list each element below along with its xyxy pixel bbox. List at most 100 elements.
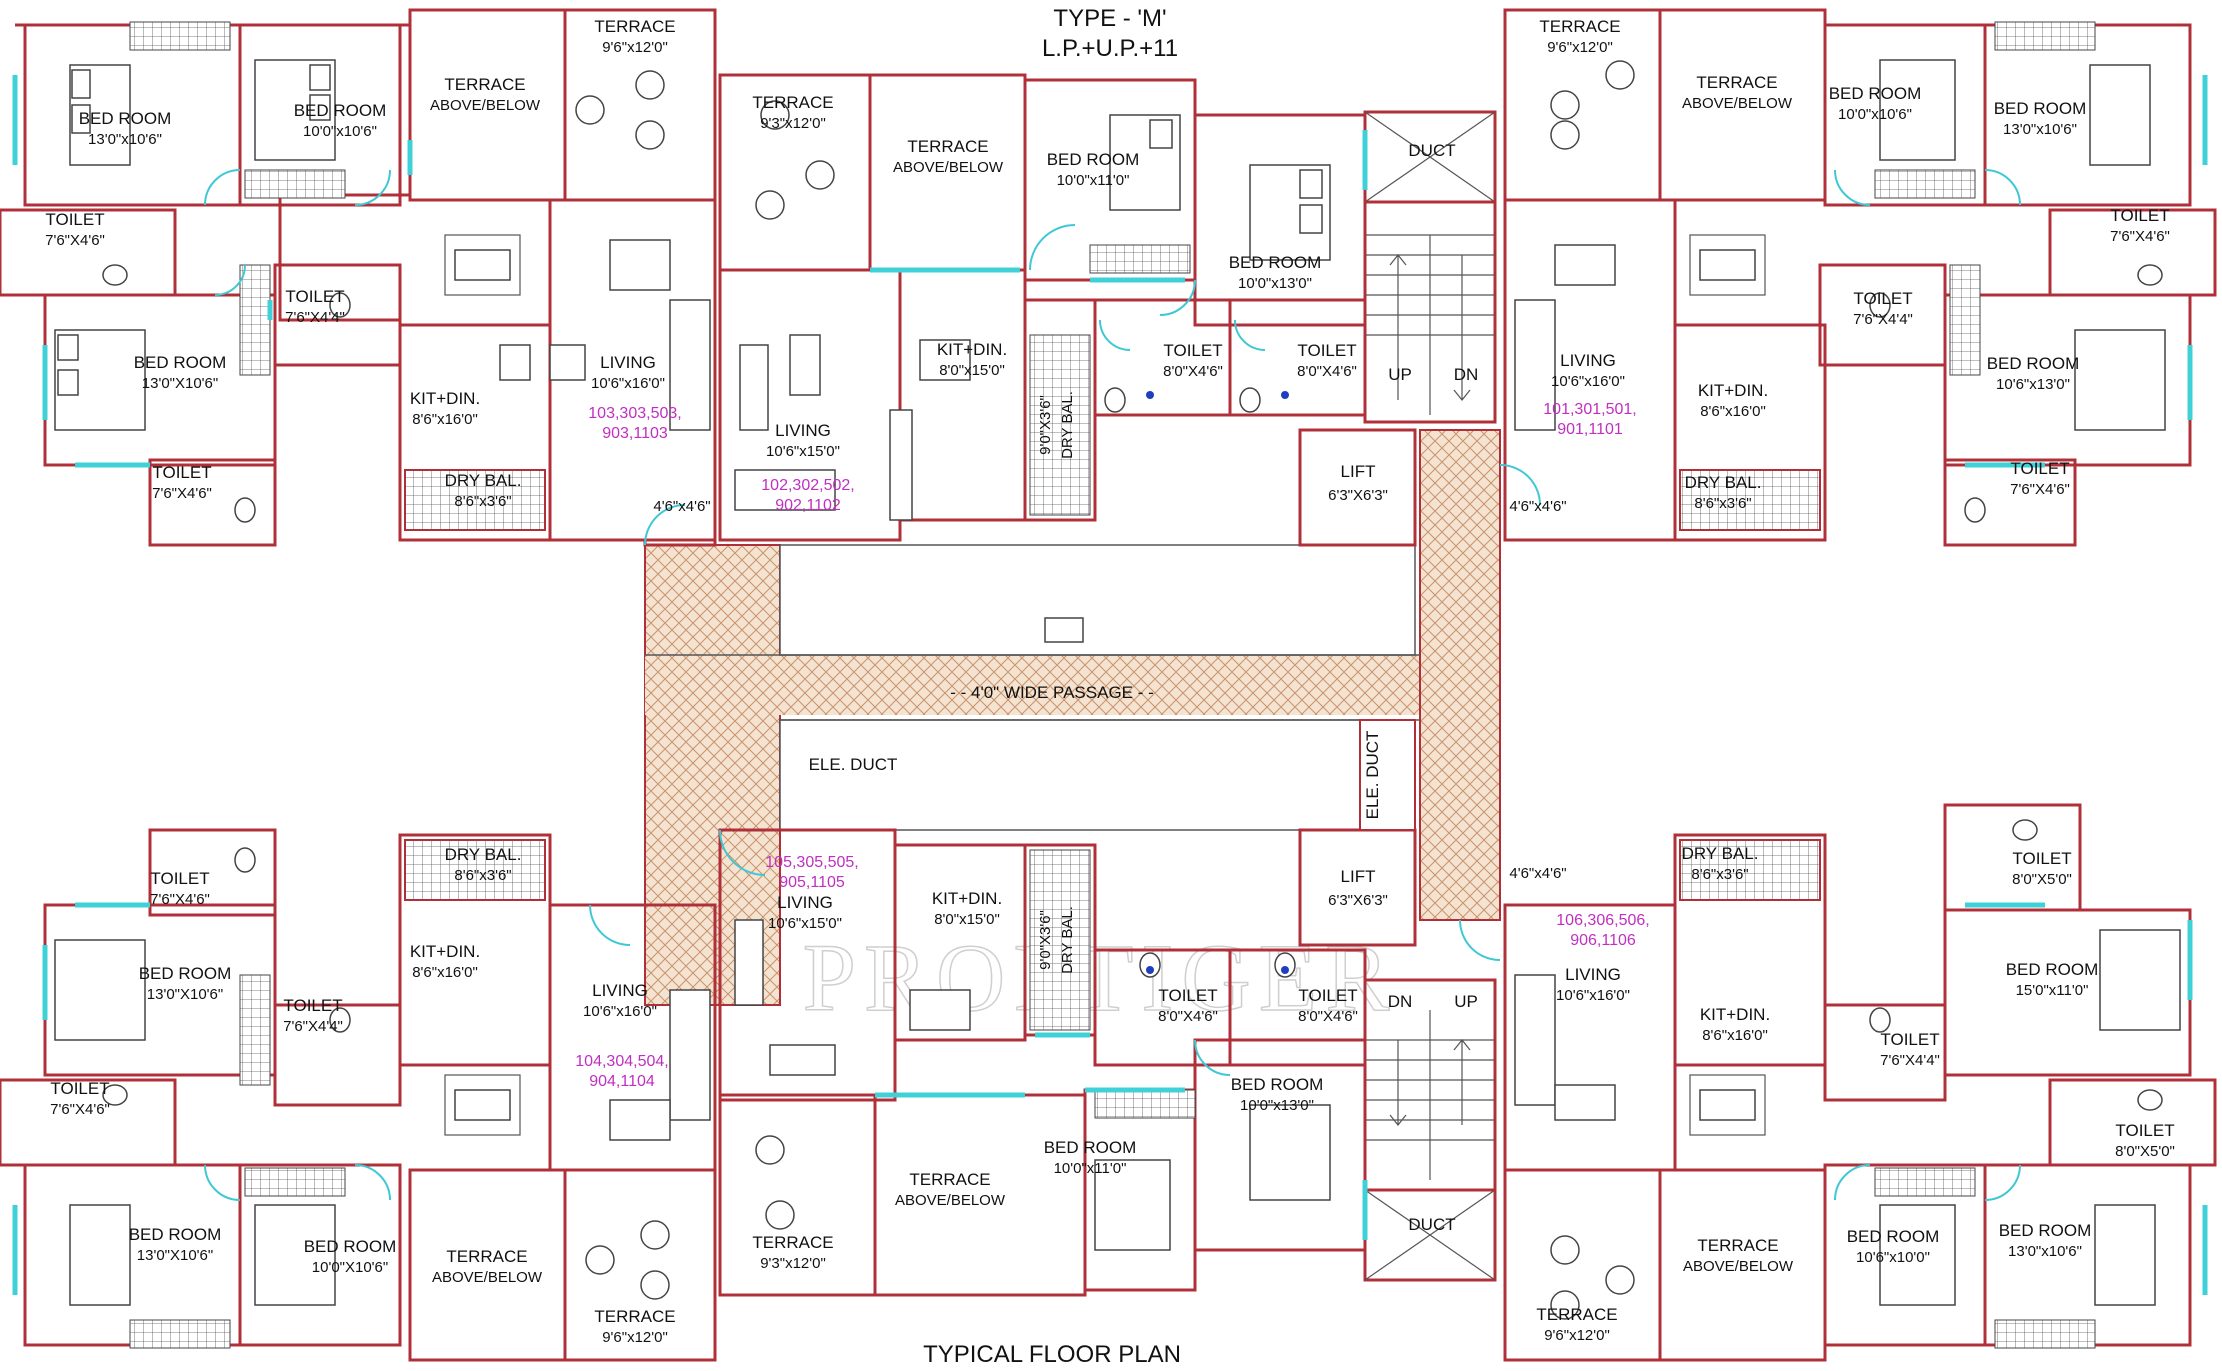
room-name: TOILET — [152, 463, 211, 482]
dry-balcony-vertical-label: DRY BAL. — [1059, 906, 1076, 974]
flat-number-label: 104,304,504, — [575, 1053, 668, 1070]
room-name: LIVING — [1560, 351, 1616, 370]
room-name: BED ROOM — [1994, 99, 2087, 118]
room-name: BED ROOM — [2006, 960, 2099, 979]
room-name: BED ROOM — [1847, 1227, 1940, 1246]
ele-duct-vertical-label: ELE. DUCT — [1363, 731, 1382, 820]
stairs-top-dn: DN — [1454, 365, 1479, 384]
room-size: ABOVE/BELOW — [895, 1192, 1006, 1209]
room-name: TOILET — [50, 1079, 109, 1098]
room-size: ABOVE/BELOW — [430, 97, 541, 114]
room-name: TERRACE — [594, 1307, 675, 1326]
core — [1298, 110, 1497, 1282]
plan-type: TYPE - 'M' — [1053, 5, 1166, 32]
room-size: 7'6"X4'6" — [45, 232, 105, 249]
room-size: 7'6"X4'4" — [283, 1018, 343, 1035]
room-name: BED ROOM — [1999, 1221, 2092, 1240]
room-size: 8'0"X4'6" — [1163, 363, 1223, 380]
room-name: LIVING — [1565, 965, 1621, 984]
room-name: BED ROOM — [304, 1237, 397, 1256]
room-name: TOILET — [1158, 986, 1217, 1005]
room-size: 9'6"x12'0" — [1547, 39, 1613, 56]
room-size: ABOVE/BELOW — [432, 1269, 543, 1286]
plan-footer: TYPICAL FLOOR PLAN — [923, 1341, 1181, 1368]
room-size: 7'6"X4'6" — [2010, 481, 2070, 498]
room-size: 7'6"X4'4" — [1853, 311, 1913, 328]
flat-number-label: 105,305,505, — [765, 854, 858, 871]
flat-top-left — [0, 8, 717, 547]
room-name: DRY BAL. — [445, 471, 522, 490]
room-name: KIT+DIN. — [932, 889, 1002, 908]
lobby-top-right: 4'6"x4'6" — [1509, 498, 1566, 515]
room-size: ABOVE/BELOW — [1683, 1258, 1794, 1275]
room-size: 10'6"x15'0" — [768, 915, 842, 932]
room-name: LIVING — [775, 421, 831, 440]
flat-number-label: 103,303,503, — [588, 405, 681, 422]
lobby-top-left: 4'6"x4'6" — [653, 498, 710, 515]
room-size: 9'6"x12'0" — [602, 1329, 668, 1346]
room-name: LIVING — [592, 981, 648, 1000]
room-size: 8'6"x3'6" — [1694, 495, 1751, 512]
duct-bottom-label: DUCT — [1408, 1215, 1455, 1234]
room-name: BED ROOM — [294, 101, 387, 120]
flat-number-label: 101,301,501, — [1543, 401, 1636, 418]
flat-number-label: 904,1104 — [589, 1073, 655, 1090]
room-size: 10'0"x11'0" — [1057, 172, 1130, 189]
duct-top-label: DUCT — [1408, 141, 1455, 160]
flat-bottom-center — [718, 828, 1368, 1297]
room-size: 7'6"X4'4" — [285, 309, 345, 326]
room-size: 10'6"x16'0" — [1551, 373, 1625, 390]
room-size: 13'0"x10'6" — [88, 131, 162, 148]
room-size: 10'6"x10'0" — [1856, 1249, 1930, 1266]
title-block: TYPE - 'M' L.P.+U.P.+11 TYPICAL FLOOR PL… — [923, 5, 1181, 1368]
room-name: BED ROOM — [79, 109, 172, 128]
passage-label: - - 4'0" WIDE PASSAGE - - — [950, 683, 1154, 702]
room-name: BED ROOM — [1829, 84, 1922, 103]
room-name: BED ROOM — [1047, 150, 1140, 169]
room-name: DRY BAL. — [445, 845, 522, 864]
room-size: 13'0"x10'6" — [2008, 1243, 2082, 1260]
room-name: KIT+DIN. — [1698, 381, 1768, 400]
flat-number-label: 903,1103 — [602, 425, 668, 442]
room-name: TERRACE — [444, 75, 525, 94]
room-size: 10'6"x13'0" — [1996, 376, 2070, 393]
room-size: 10'0"x13'0" — [1238, 275, 1312, 292]
room-size: 13'0"X10'6" — [142, 375, 218, 392]
room-name: TERRACE — [1536, 1305, 1617, 1324]
room-size: 10'0"x11'0" — [1054, 1160, 1127, 1177]
room-size: 13'0"X10'6" — [147, 986, 223, 1003]
room-size: 8'0"X4'6" — [1298, 1008, 1358, 1025]
room-size: 8'0"x15'0" — [939, 362, 1005, 379]
room-size: 10'0"X10'6" — [312, 1259, 388, 1276]
room-name: BED ROOM — [134, 353, 227, 372]
dry-balcony-vertical-label: DRY BAL. — [1059, 391, 1076, 459]
flat-number-label: 102,302,502, — [761, 477, 854, 494]
ele-duct-label: ELE. DUCT — [809, 755, 898, 774]
flat-number-label: 902,1102 — [775, 497, 841, 514]
room-size: 8'6"x3'6" — [454, 867, 511, 884]
flat-number-label: 106,306,506, — [1556, 912, 1649, 929]
room-size: 10'0"x13'0" — [1240, 1097, 1314, 1114]
room-size: 10'6"x16'0" — [583, 1003, 657, 1020]
room-name: KIT+DIN. — [410, 389, 480, 408]
room-size: 9'3"x12'0" — [760, 115, 826, 132]
lift-top-name: LIFT — [1341, 462, 1376, 481]
room-size: 13'0"X10'6" — [137, 1247, 213, 1264]
room-size: 9'6"x12'0" — [1544, 1327, 1610, 1344]
room-size: 9'3"x12'0" — [760, 1255, 826, 1272]
room-size: ABOVE/BELOW — [1682, 95, 1793, 112]
room-name: TERRACE — [752, 1233, 833, 1252]
room-name: TERRACE — [446, 1247, 527, 1266]
room-name: TOILET — [283, 996, 342, 1015]
stairs-bottom-up: UP — [1454, 992, 1478, 1011]
room-name: TOILET — [2110, 206, 2169, 225]
room-name: BED ROOM — [129, 1225, 222, 1244]
room-size: 8'6"x16'0" — [1702, 1027, 1768, 1044]
room-size: 7'6"X4'4" — [1880, 1052, 1940, 1069]
room-size: 8'6"x16'0" — [412, 964, 478, 981]
room-size: 10'6"x16'0" — [1556, 987, 1630, 1004]
room-name: TERRACE — [909, 1170, 990, 1189]
room-name: KIT+DIN. — [410, 942, 480, 961]
